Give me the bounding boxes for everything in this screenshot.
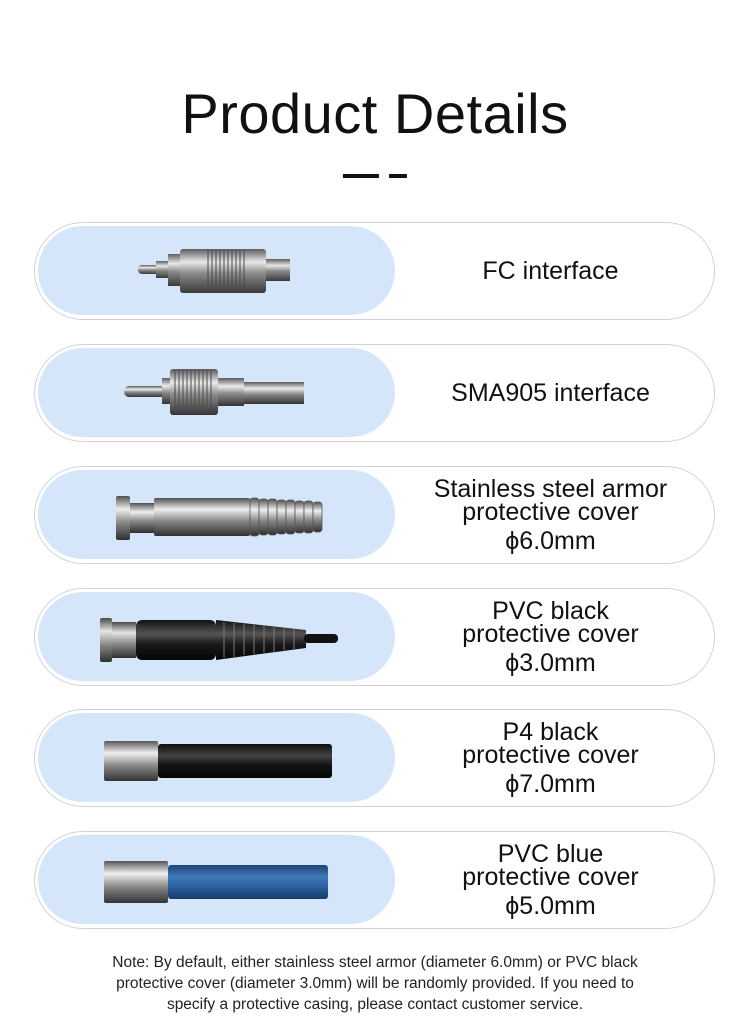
note-line: protective cover (diameter 3.0mm) will b… bbox=[116, 975, 634, 992]
item-label-line: protective cover bbox=[462, 619, 639, 648]
steel-armor-cable-icon bbox=[116, 496, 323, 540]
product-card-sma905: SMA905 interface bbox=[34, 344, 715, 442]
item-label-line: P4 black bbox=[502, 717, 599, 746]
item-label: PVC black protective cover ϕ3.0mm bbox=[399, 589, 702, 685]
product-card-fc: FC interface bbox=[34, 222, 715, 320]
title-dash-short bbox=[389, 174, 407, 178]
item-label: Stainless steel armor protective cover ϕ… bbox=[399, 467, 702, 563]
steel-armor-cable-image bbox=[38, 470, 395, 559]
item-label-line: FC interface bbox=[482, 256, 619, 285]
sma905-connector-icon bbox=[124, 369, 304, 415]
item-label-line: SMA905 interface bbox=[451, 378, 650, 407]
item-label-line: PVC blue bbox=[497, 839, 604, 868]
item-label-line: protective cover bbox=[462, 740, 639, 769]
pvc-black-cable-image bbox=[38, 592, 395, 681]
pvc-black-cable-icon bbox=[100, 618, 338, 662]
fc-connector-icon bbox=[138, 249, 290, 293]
product-card-p4-black: P4 black protective cover ϕ7.0mm bbox=[34, 709, 715, 807]
item-label: PVC blue protective cover ϕ5.0mm bbox=[399, 832, 702, 928]
item-label-line: protective cover bbox=[462, 497, 639, 526]
pvc-blue-cable-icon bbox=[104, 861, 328, 903]
page-title: Product Details bbox=[181, 82, 569, 145]
item-label-line: Stainless steel armor bbox=[433, 474, 668, 503]
p4-black-cable-icon bbox=[104, 741, 332, 781]
item-label: SMA905 interface bbox=[399, 345, 702, 441]
item-label-line: ϕ7.0mm bbox=[505, 769, 596, 798]
title-dash-long bbox=[343, 174, 379, 178]
sma905-connector-image bbox=[38, 348, 395, 437]
item-label-line: PVC black bbox=[492, 596, 609, 625]
fc-connector-image bbox=[38, 226, 395, 315]
title-underline bbox=[343, 174, 407, 178]
item-label: FC interface bbox=[399, 223, 702, 319]
item-label-line: ϕ6.0mm bbox=[505, 526, 596, 555]
item-label-line: ϕ5.0mm bbox=[505, 891, 596, 920]
item-label-line: ϕ3.0mm bbox=[505, 648, 596, 677]
item-label: P4 black protective cover ϕ7.0mm bbox=[399, 710, 702, 806]
pvc-blue-cable-image bbox=[38, 835, 395, 924]
note-line: specify a protective casing, please cont… bbox=[166, 996, 584, 1013]
product-card-pvc-blue: PVC blue protective cover ϕ5.0mm bbox=[34, 831, 715, 929]
item-label-line: protective cover bbox=[462, 862, 639, 891]
note-line: Note: By default, either stainless steel… bbox=[112, 954, 638, 971]
footer-note: Note: By default, either stainless steel… bbox=[30, 952, 720, 1015]
product-card-steel-armor: Stainless steel armor protective cover ϕ… bbox=[34, 466, 715, 564]
p4-black-cable-image bbox=[38, 713, 395, 802]
product-card-pvc-black: PVC black protective cover ϕ3.0mm bbox=[34, 588, 715, 686]
